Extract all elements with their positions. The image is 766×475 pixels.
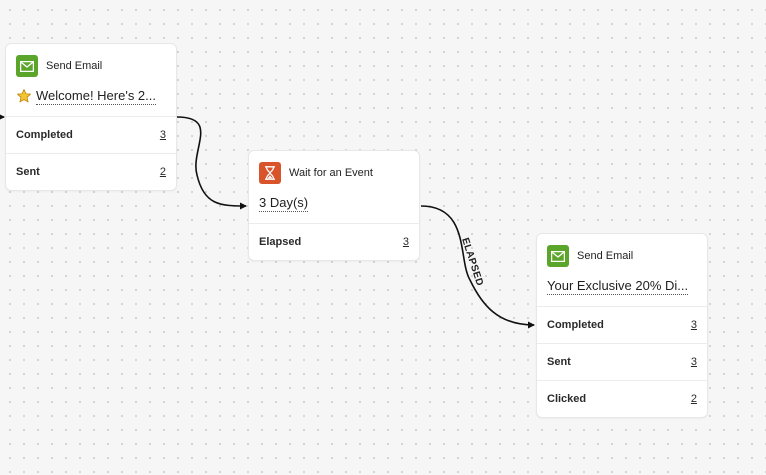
connector-wait-to-send-email[interactable] [420, 205, 535, 329]
stat-value-link[interactable]: 2 [159, 166, 166, 178]
stat-row-sent: Sent 2 [6, 153, 176, 190]
stat-row-sent: Sent 3 [537, 343, 707, 380]
stat-row-elapsed: Elapsed 3 [249, 223, 419, 260]
stat-label: Elapsed [259, 236, 302, 248]
stat-row-completed: Completed 3 [6, 116, 176, 153]
edge-label-elapsed: ELAPSED [459, 237, 485, 288]
email-subject[interactable]: Welcome! Here's 2... [36, 88, 157, 105]
node-type-label: Wait for an Event [289, 167, 373, 179]
stat-value-link[interactable]: 3 [159, 129, 166, 141]
node-subject[interactable]: Welcome! Here's 2... [6, 88, 176, 116]
stat-label: Completed [16, 129, 73, 141]
node-header: Wait for an Event [249, 151, 419, 195]
stat-label: Sent [547, 356, 571, 368]
node-wait-for-event[interactable]: Wait for an Event 3 Day(s) Elapsed 3 [248, 150, 420, 261]
node-subject[interactable]: Your Exclusive 20% Di... [537, 278, 707, 306]
node-subject[interactable]: 3 Day(s) [249, 195, 419, 223]
node-type-label: Send Email [577, 250, 634, 262]
stat-row-clicked: Clicked 2 [537, 380, 707, 417]
node-header: Send Email [6, 44, 176, 88]
envelope-icon [547, 245, 569, 267]
stat-value-link[interactable]: 3 [690, 356, 697, 368]
stat-label: Sent [16, 166, 40, 178]
node-send-email-welcome[interactable]: Send Email Welcome! Here's 2... Complete… [5, 43, 177, 191]
stat-row-completed: Completed 3 [537, 306, 707, 343]
star-icon [16, 88, 32, 104]
stat-label: Clicked [547, 393, 587, 405]
wait-duration[interactable]: 3 Day(s) [259, 195, 309, 212]
stat-label: Completed [547, 319, 604, 331]
node-header: Send Email [537, 234, 707, 278]
stat-value-link[interactable]: 2 [690, 393, 697, 405]
email-subject[interactable]: Your Exclusive 20% Di... [547, 278, 689, 295]
node-send-email-exclusive[interactable]: Send Email Your Exclusive 20% Di... Comp… [536, 233, 708, 418]
node-type-label: Send Email [46, 60, 103, 72]
stat-value-link[interactable]: 3 [402, 236, 409, 248]
stat-value-link[interactable]: 3 [690, 319, 697, 331]
envelope-icon [16, 55, 38, 77]
connector-send-email-to-wait[interactable] [176, 116, 247, 210]
hourglass-icon [259, 162, 281, 184]
